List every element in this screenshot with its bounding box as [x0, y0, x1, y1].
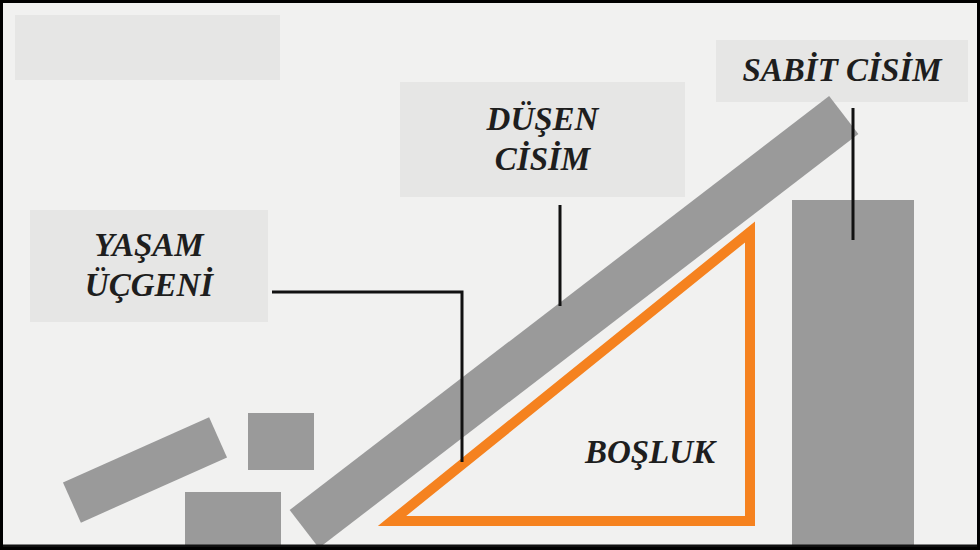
rubble-block [248, 413, 314, 470]
label-patch [400, 82, 685, 197]
leader-line [272, 292, 462, 462]
label-patch [15, 15, 280, 80]
rubble-block [185, 492, 281, 550]
label-patch [716, 40, 968, 102]
falling-object [290, 96, 859, 548]
label-patch [30, 210, 268, 322]
part-label: YAŞAM ÜÇGENİ [54, 226, 244, 305]
leader-line [559, 205, 562, 306]
life-triangle [392, 232, 750, 521]
leader-line [852, 108, 855, 240]
part-label: SABİT CİSİM [716, 51, 968, 91]
fixed-object [792, 200, 914, 550]
gap-label: BOŞLUK [560, 433, 740, 473]
part-label: DÜŞEN CİSİM [458, 100, 628, 179]
